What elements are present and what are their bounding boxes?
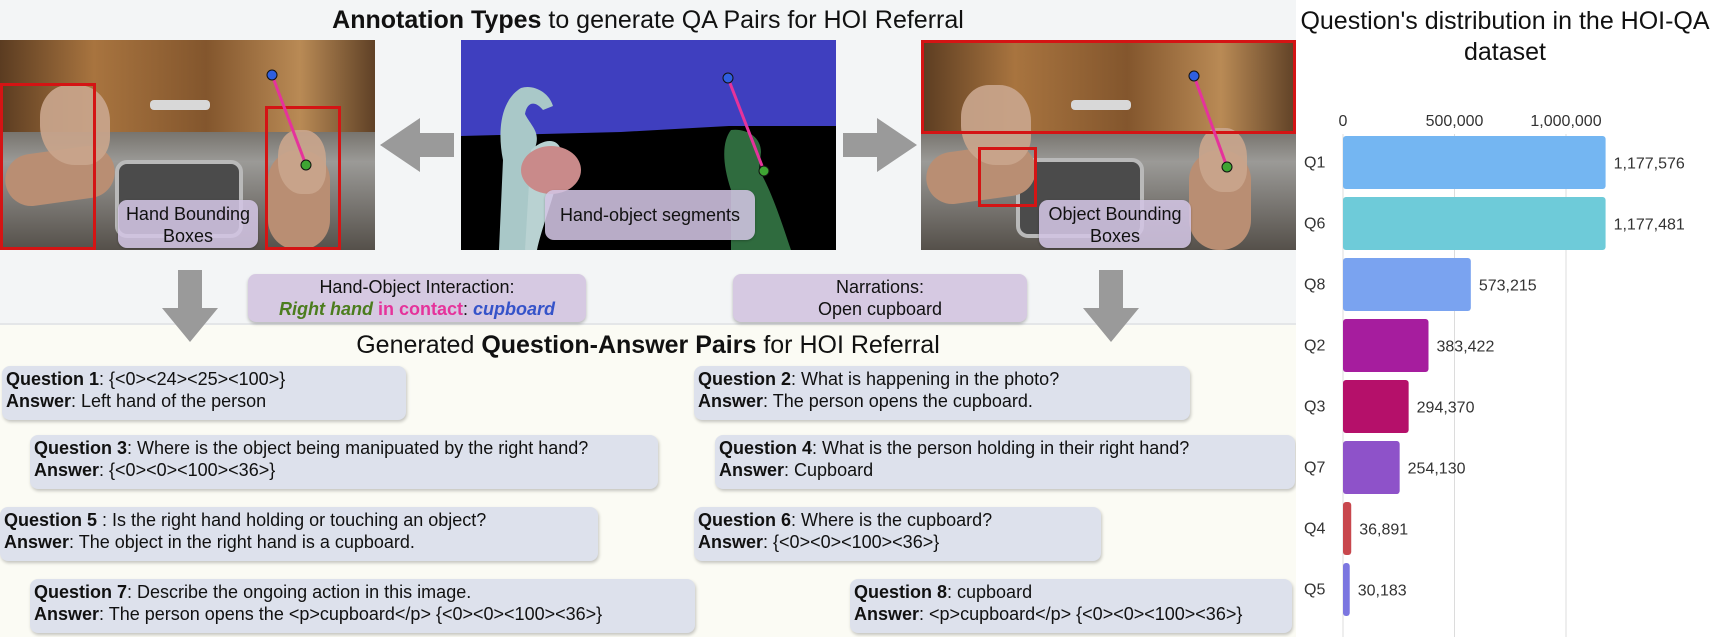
secondary-object-bbox <box>978 147 1037 207</box>
qa-pair-5: Question 5 : Is the right hand holding o… <box>0 507 598 561</box>
qa-pair-1: Question 1: {<0><24><25><100>} Answer: L… <box>2 366 406 420</box>
bar-q6 <box>1343 197 1606 250</box>
section-divider <box>0 323 1296 325</box>
cupboard-bbox <box>921 40 1296 134</box>
arrow-down-right-icon <box>1083 270 1139 342</box>
category-label: Q4 <box>1304 521 1325 538</box>
qa-pair-3: Question 3: Where is the object being ma… <box>30 435 658 489</box>
segments-caption: Hand-object segments <box>545 190 755 240</box>
flow-arrows <box>162 118 1139 342</box>
category-label: Q2 <box>1304 338 1325 355</box>
object-hand-link <box>1188 70 1233 173</box>
qa-pair-6: Question 6: Where is the cupboard? Answe… <box>694 507 1101 561</box>
arrow-right-icon <box>843 118 917 172</box>
category-label: Q3 <box>1304 399 1325 416</box>
value-label: 1,177,481 <box>1614 217 1685 234</box>
hand-bbox-caption: Hand Bounding Boxes <box>118 200 258 248</box>
category-label: Q6 <box>1304 216 1325 233</box>
bar-q5 <box>1343 563 1350 616</box>
value-label: 573,215 <box>1479 278 1537 295</box>
chart-title: Question's distribution in the HOI-QA da… <box>1300 7 1710 66</box>
annotation-types-title: Annotation Types to generate QA Pairs fo… <box>332 6 964 34</box>
value-label: 254,130 <box>1408 461 1466 478</box>
x-tick-label: 500,000 <box>1426 113 1484 130</box>
bar-q4 <box>1343 502 1352 555</box>
hand-bbox-image: Hand Bounding Boxes <box>0 40 375 250</box>
arrow-left-icon <box>380 118 454 172</box>
x-tick-label: 0 <box>1339 113 1348 130</box>
category-label: Q7 <box>1304 460 1325 477</box>
category-label: Q8 <box>1304 277 1325 294</box>
value-label: 383,422 <box>1437 339 1495 356</box>
value-label: 1,177,576 <box>1614 156 1685 173</box>
x-tick-label: 1,000,000 <box>1530 113 1601 130</box>
bar-q7 <box>1343 441 1400 494</box>
bar-q3 <box>1343 380 1409 433</box>
arrow-down-left-icon <box>162 270 218 342</box>
qa-pair-2: Question 2: What is happening in the pho… <box>694 366 1190 420</box>
qa-pairs-title: Generated Question-Answer Pairs for HOI … <box>356 331 940 359</box>
value-label: 294,370 <box>1417 400 1475 417</box>
qa-pair-4: Question 4: What is the person holding i… <box>715 435 1295 489</box>
qa-pair-8: Question 8: cupboard Answer: <p>cupboard… <box>850 579 1292 633</box>
qa-pair-7: Question 7: Describe the ongoing action … <box>30 579 695 633</box>
bar-q1 <box>1343 136 1606 189</box>
object-bbox-caption: Object Bounding Boxes <box>1039 200 1191 248</box>
value-label: 30,183 <box>1358 583 1407 600</box>
left-hand-bbox <box>0 83 96 250</box>
object-bbox-image: Object Bounding Boxes <box>921 40 1296 250</box>
narration-annotation: Narrations: Open cupboard <box>733 274 1027 322</box>
category-label: Q1 <box>1304 155 1325 172</box>
hoi-annotation: Hand-Object Interaction: Right hand in c… <box>248 274 586 322</box>
category-label: Q5 <box>1304 582 1325 599</box>
value-label: 36,891 <box>1359 522 1408 539</box>
hand-object-link <box>266 69 312 171</box>
segmentation-image: Hand-object segments <box>461 40 836 250</box>
right-hand-bbox <box>265 106 341 250</box>
bar-q8 <box>1343 258 1471 311</box>
bar-q2 <box>1343 319 1429 372</box>
